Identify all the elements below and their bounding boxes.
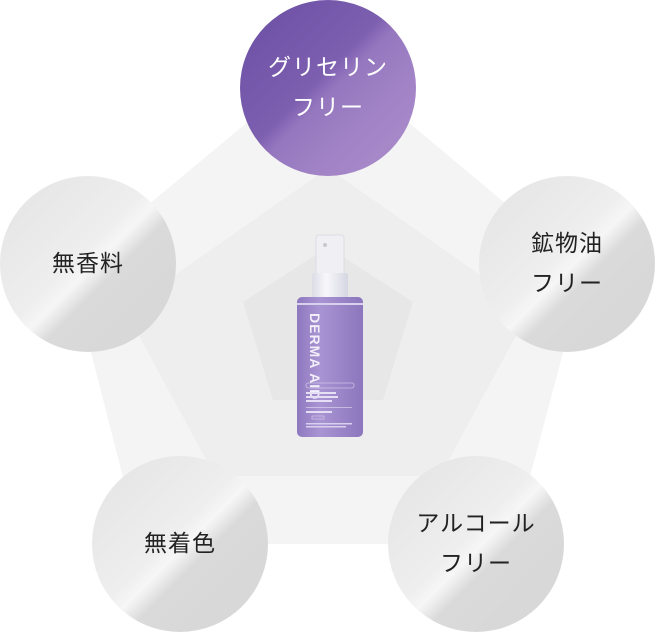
feature-glycerin-free: グリセリン フリー	[240, 0, 416, 176]
feature-label-line: アルコール	[416, 511, 536, 537]
feature-label-line: グリセリン	[268, 55, 388, 81]
product-bottle-image: DERMA AID	[297, 234, 363, 437]
feature-label-line: フリー	[292, 95, 364, 121]
feature-alcohol-free: アルコール フリー	[388, 456, 564, 632]
feature-label-line: 鉱物油	[531, 231, 603, 257]
feature-colorant-free: 無着色	[92, 456, 268, 632]
feature-fragrance-free: 無香料	[0, 176, 176, 352]
feature-label-line: 無着色	[144, 531, 216, 557]
feature-label-line: 無香料	[52, 251, 124, 277]
brand-text: DERMA AID	[307, 313, 323, 400]
feature-mineral-oil-free: 鉱物油 フリー	[479, 176, 655, 352]
feature-label-line: フリー	[531, 271, 603, 297]
feature-label-line: フリー	[440, 551, 512, 577]
